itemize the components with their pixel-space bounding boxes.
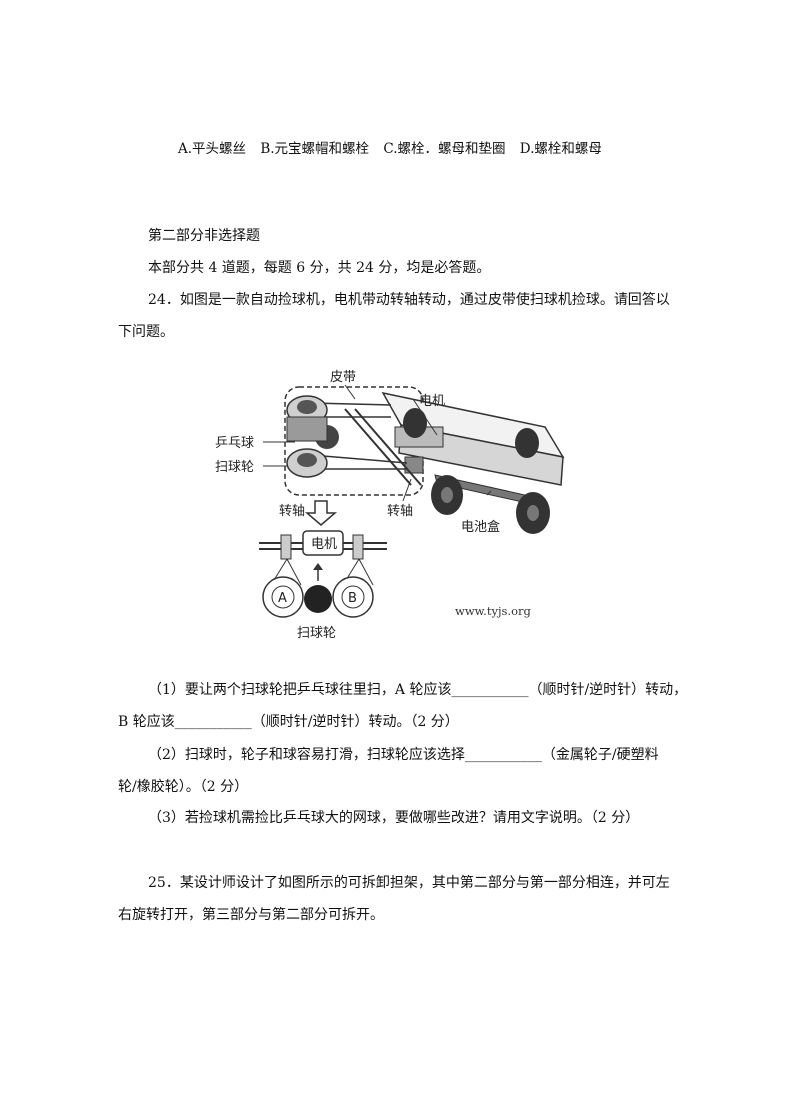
- label-battery-box: 电池盒: [461, 519, 500, 535]
- q23-option-d: D.螺栓和螺母: [519, 141, 602, 157]
- q23-option-b: B.元宝螺帽和螺栓: [260, 141, 370, 157]
- q24-sub1-line1: （1）要让两个扫球轮把乒乓球往里扫，A 轮应该___________（顺时针/逆…: [148, 682, 688, 698]
- q24-stem-line1: 24．如图是一款自动捡球机，电机带动转轴转动，通过皮带使扫球机捡球。请回答以: [148, 292, 670, 308]
- part2-intro: 本部分共 4 道题，每题 6 分，共 24 分，均是必答题。: [148, 260, 491, 276]
- label-axle-left: 转轴: [279, 504, 305, 519]
- label-motor-box: 电机: [311, 537, 337, 552]
- ball-schematic: [304, 585, 332, 613]
- q24-sub3: （3）若捡球机需捡比乒乓球大的网球，要做哪些改进？请用文字说明。（2 分）: [148, 810, 640, 826]
- label-sweeper-wheel: 扫球轮: [215, 460, 254, 475]
- q23-options: A.平头螺丝 B.元宝螺帽和螺栓 C.螺栓．螺母和垫圈 D.螺栓和螺母: [178, 139, 612, 159]
- q25-line2: 右旋转打开，第三部分与第二部分可拆开。: [118, 907, 384, 923]
- figure-watermark-url: www.tyjs.org: [455, 604, 531, 618]
- q24-sub1-line2: B 轮应该___________（顺时针/逆时针）转动。（2 分）: [118, 714, 459, 730]
- label-sweeper-bottom: 扫球轮: [297, 626, 336, 641]
- q24-sub2-line1: （2）扫球时，轮子和球容易打滑，扫球轮应该选择___________（金属轮子/…: [148, 747, 659, 763]
- wheel-front-right: [403, 408, 427, 438]
- label-belt: 皮带: [330, 370, 356, 385]
- q25-line1: 25．某设计师设计了如图所示的可拆卸担架，其中第二部分与第一部分相连，并可左: [148, 875, 670, 891]
- up-arrow-icon: [313, 563, 323, 570]
- ball-picker-figure: 皮带 电机 乒乓球 扫球轮 转轴 电池盒 转轴 电机 A B 扫球轮 www.t…: [215, 370, 565, 641]
- label-axle-right: 转轴: [387, 504, 413, 519]
- label-ping-pong-ball: 乒乓球: [215, 436, 254, 451]
- motor-box-schematic: [302, 530, 344, 556]
- q23-option-c: C.螺栓．螺母和垫圈: [383, 141, 506, 157]
- q23-option-a: A.平头螺丝: [178, 141, 247, 157]
- part2-heading: 第二部分非选择题: [148, 228, 260, 244]
- label-motor: 电机: [419, 394, 445, 409]
- label-b: B: [348, 591, 357, 606]
- wheel-rear-right: [515, 428, 539, 458]
- q24-stem-line2: 下问题。: [118, 324, 174, 340]
- down-arrow-icon: [304, 500, 338, 526]
- label-a: A: [278, 591, 287, 606]
- q24-sub2-line2: 轮/橡胶轮）。（2 分）: [118, 779, 249, 795]
